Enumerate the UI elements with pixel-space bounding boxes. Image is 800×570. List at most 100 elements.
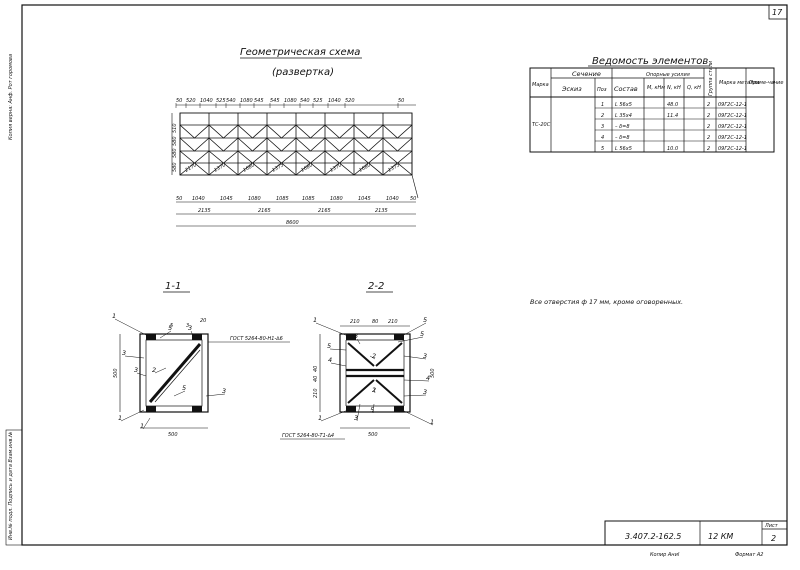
th-m: М, кНм <box>647 85 665 91</box>
s2-label-15: 5 <box>420 330 424 338</box>
s1-label-5: 5 <box>168 324 172 332</box>
s2-dim-height: 500 <box>430 368 436 378</box>
row-1-sostav: L 56х5 <box>615 102 632 108</box>
bottom-dim-4: 1080 <box>248 196 261 202</box>
diagonal-band4-8 <box>382 162 413 176</box>
s1-dim-3: 3 <box>186 323 189 329</box>
row-3-metal: 09Г2С-12-1 <box>718 124 747 130</box>
stamp-code: 3.407.2-162.5 <box>625 532 681 541</box>
top-dim-14: 50 <box>398 98 404 104</box>
stamp-sheet-label: Лист <box>764 523 779 529</box>
diagonal-band3-7 <box>353 150 384 164</box>
row-5-metal: 09Г2С-12-1 <box>718 146 747 152</box>
s1-gost: ГОСТ 5264-80-Н1-∆6 <box>230 336 283 342</box>
diag-label-5: 1680 <box>300 162 314 174</box>
top-dim-9: 1080 <box>284 98 297 104</box>
diagonal-band3-5 <box>295 150 326 164</box>
diagonal-band2-6 <box>324 137 355 152</box>
bottom-dim-7: 1080 <box>330 196 343 202</box>
s2-dim-80: 80 <box>372 319 378 325</box>
top-dim-4: 525 <box>216 98 226 104</box>
row-1-metal: 09Г2С-12-1 <box>718 102 747 108</box>
s2-leader-15 <box>397 336 424 343</box>
stamp-km: 12 КМ <box>708 532 733 541</box>
th-q: Q, кН <box>687 85 701 91</box>
diagonal-band1-6 <box>324 124 355 139</box>
s2-label-5: 4 <box>328 356 332 364</box>
s1-leader-4 <box>136 372 147 377</box>
row-2-n: 11.4 <box>667 113 678 119</box>
s2-leader-7 <box>403 355 427 360</box>
title-stamp: 3.407.2-162.5 12 КМ Лист 2 <box>604 520 788 546</box>
s1-leader-7 <box>120 409 145 422</box>
diagonal-band1-3 <box>237 124 268 139</box>
s2-leader-1 <box>315 322 349 337</box>
bottom-dim-1: 50 <box>176 196 182 202</box>
total-length: 8600 <box>286 220 299 226</box>
left-dim-4: 580 <box>172 162 178 172</box>
sheet-number: 17 <box>772 8 783 17</box>
s2-label-7: 3 <box>423 352 427 360</box>
left-dim-3: 580 <box>172 148 178 158</box>
diagonal-band1-7 <box>353 124 384 139</box>
s2-label-14: 3 <box>354 414 358 422</box>
scheme-edge-line <box>411 174 419 199</box>
top-dim-6: 1080 <box>240 98 253 104</box>
s1-label-1: 1 <box>112 312 116 320</box>
s1-dim-width: 500 <box>168 432 178 438</box>
th-sostav: Состав <box>614 85 638 93</box>
footer-format: Формат А2 <box>735 552 763 558</box>
sheet-frame <box>21 4 788 546</box>
elements-table: Ведомость элементов Марка Сечение Эскиз … <box>529 56 783 153</box>
row-5-pos: 5 <box>601 146 604 152</box>
diagonal-band2-4 <box>266 137 297 152</box>
s1-dim-height: 500 <box>113 368 119 378</box>
stamp-sheet-number: 2 <box>771 534 776 543</box>
table-frame <box>529 67 775 153</box>
s2-leader-14 <box>356 403 361 422</box>
subtotal-4: 2135 <box>375 208 388 214</box>
diag-label-8: 1375 <box>387 162 401 174</box>
diagonal-band2-5 <box>295 137 326 152</box>
subtotal-1: 2135 <box>198 208 211 214</box>
diagonal-band4-6 <box>324 162 355 176</box>
s1-label-4: 3 <box>134 366 138 374</box>
s2-dim-width: 500 <box>368 432 378 438</box>
th-n: N, кН <box>667 85 681 91</box>
s1-leader-3 <box>154 367 167 374</box>
s2-label-13: 1 <box>430 418 434 426</box>
margin-inventory-note: Инв.№ подл. Подпись и дата Взам.инв.№ <box>8 432 14 540</box>
row-1-n: 48.0 <box>667 102 678 108</box>
s2-leader-6 <box>401 322 427 337</box>
s1-label-9: 1 <box>140 422 144 430</box>
top-dim-10: 540 <box>300 98 310 104</box>
margin-inventory-box <box>5 429 23 546</box>
s1-leader-10 <box>205 393 226 397</box>
row-3-pos: 3 <box>601 124 604 130</box>
diagonal-band3-3 <box>237 150 268 164</box>
scheme-subtitle: (развертка) <box>272 67 334 78</box>
row-4-group: 2 <box>707 135 710 141</box>
diag-label-3: 1680 <box>242 162 256 174</box>
s2-leader-4 <box>369 355 376 360</box>
row-1-group: 2 <box>707 102 710 108</box>
th-note: Приме-чание <box>749 80 783 86</box>
table-mark-value: ТС-20С <box>532 122 551 128</box>
s2-leader-9 <box>403 394 427 397</box>
diagonal-band4-1 <box>179 162 210 176</box>
s2-label-3: 3 <box>354 332 358 340</box>
row-5-n: 10.0 <box>667 146 678 152</box>
s1-leader-9 <box>142 417 151 430</box>
top-dim-1: 50 <box>176 98 182 104</box>
s2-label-11: 5 <box>370 406 374 414</box>
s2-leader-2 <box>329 348 347 351</box>
s2-dim-210a: 210 <box>350 319 360 325</box>
scheme-title: Геометрическая схема <box>240 47 360 58</box>
stamp-frame <box>604 520 788 546</box>
diagonal-band2-1 <box>179 137 210 152</box>
left-dim-2: 580 <box>172 136 178 146</box>
